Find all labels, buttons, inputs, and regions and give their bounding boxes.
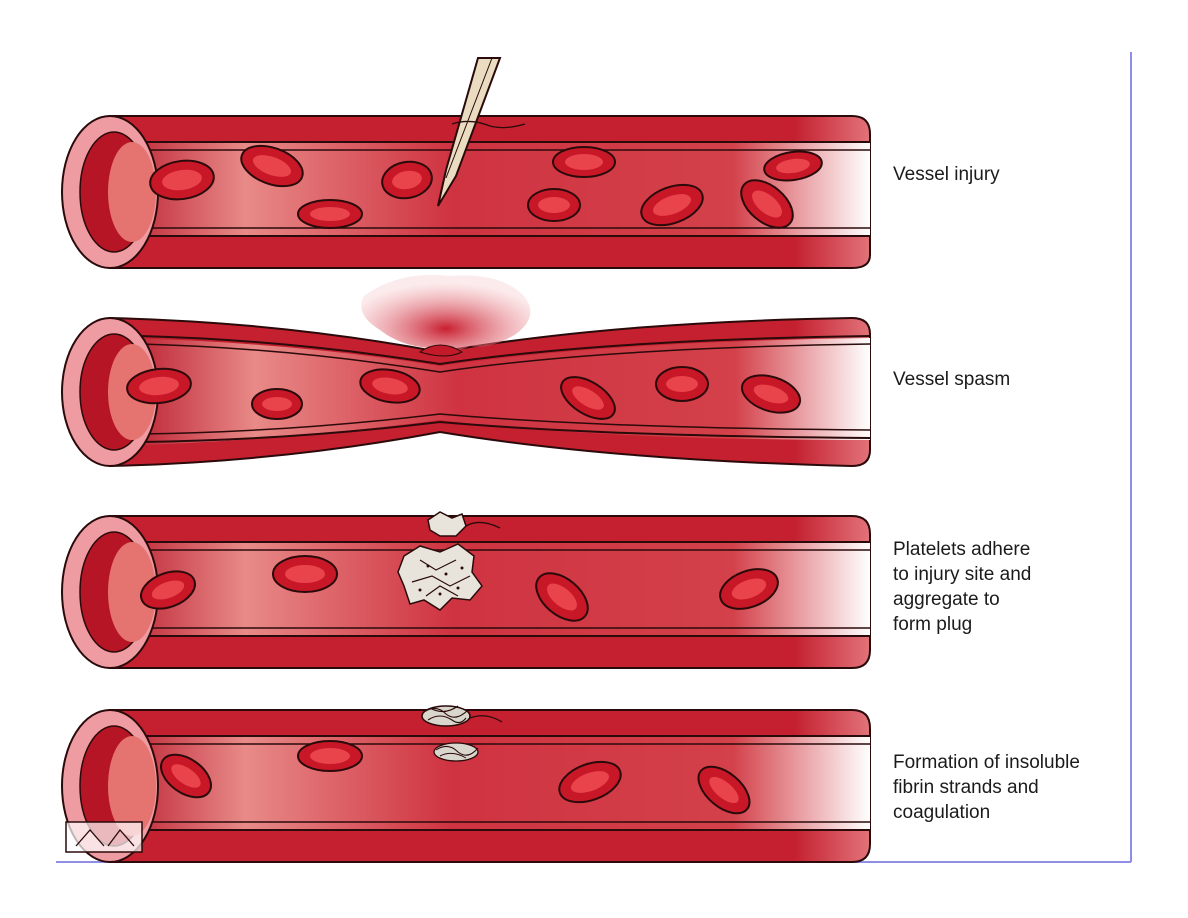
label-fibrin: Formation of insoluble fibrin strands an… (893, 752, 1085, 823)
rbc-group-3 (140, 555, 779, 622)
vessel-spasm (61, 316, 871, 468)
label-vessel-injury: Vessel injury (893, 164, 1000, 185)
rbc-group-4 (160, 740, 751, 815)
stamp-icon (65, 821, 143, 853)
rbc-group-1 (149, 144, 823, 229)
label-vessel-spasm: Vessel spasm (893, 369, 1010, 390)
needle-icon (437, 57, 526, 207)
blood-leak-icon (361, 274, 531, 357)
label-platelets: Platelets adhere to injury site and aggr… (893, 539, 1037, 635)
rbc-group-2 (126, 366, 802, 420)
platelet-plug-icon (397, 511, 501, 611)
vessel-injury (61, 115, 871, 269)
fibrin-mesh-icon (421, 705, 503, 762)
vessel-platelet (61, 515, 871, 669)
